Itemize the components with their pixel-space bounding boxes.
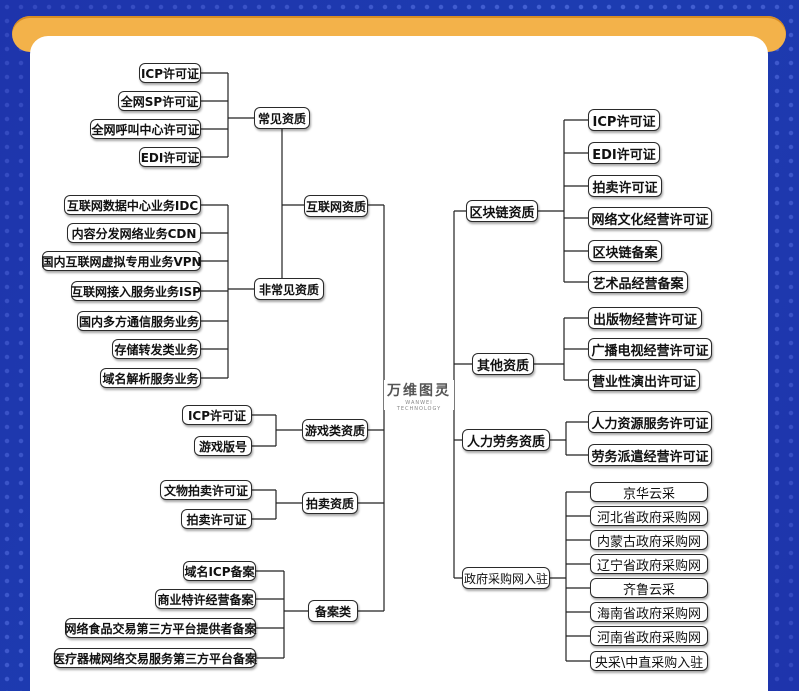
node-game-license: 游戏版号 xyxy=(194,436,252,456)
node-common-callcenter: 全网呼叫中心许可证 xyxy=(90,119,201,139)
brand-logo: 万维图灵 WANWEI TECHNOLOGY xyxy=(384,380,454,412)
node-common-edi: EDI许可证 xyxy=(139,147,201,167)
node-procure-hebei: 河北省政府采购网 xyxy=(590,506,708,526)
node-blockchain-art: 艺术品经营备案 xyxy=(588,271,688,293)
node-procure-henan: 河南省政府采购网 xyxy=(590,626,708,646)
node-procure-neimenggu: 内蒙古政府采购网 xyxy=(590,530,708,550)
node-procure-qilu: 齐鲁云采 xyxy=(590,578,708,598)
node-common-icp: ICP许可证 xyxy=(139,63,201,83)
node-uncommon-storeforward: 存储转发类业务 xyxy=(112,339,201,359)
node-game-icp: ICP许可证 xyxy=(182,405,252,425)
node-auction-license: 拍卖许可证 xyxy=(181,509,252,529)
node-game-qualification: 游戏类资质 xyxy=(302,419,368,441)
node-procure-jinghua: 京华云采 xyxy=(590,482,708,502)
node-hr-qualification: 人力劳务资质 xyxy=(462,429,550,451)
node-common-qualification: 常见资质 xyxy=(254,107,310,129)
logo-subtitle: WANWEI TECHNOLOGY xyxy=(396,400,442,412)
node-other-broadcast: 广播电视经营许可证 xyxy=(588,338,712,360)
node-hr-dispatch: 劳务派遣经营许可证 xyxy=(588,444,712,466)
node-procure-hainan: 海南省政府采购网 xyxy=(590,602,708,622)
node-internet-qualification: 互联网资质 xyxy=(304,195,368,217)
node-record-medical: 医疗器械网络交易服务第三方平台备案 xyxy=(53,648,257,668)
node-auction-qualification: 拍卖资质 xyxy=(302,492,358,514)
node-other-publication: 出版物经营许可证 xyxy=(588,307,702,329)
node-record-domain: 域名ICP备案 xyxy=(183,561,256,581)
node-uncommon-cdn: 内容分发网络业务CDN xyxy=(67,223,201,243)
node-procure-liaoning: 辽宁省政府采购网 xyxy=(590,554,708,574)
node-record-qualification: 备案类 xyxy=(308,600,358,622)
node-blockchain-culture: 网络文化经营许可证 xyxy=(588,207,712,229)
node-uncommon-vpn: 国内互联网虚拟专用业务VPN xyxy=(41,251,202,271)
node-common-sp: 全网SP许可证 xyxy=(118,91,201,111)
node-uncommon-isp: 互联网接入服务业务ISP xyxy=(71,281,201,301)
node-uncommon-dns: 域名解析服务业务 xyxy=(100,368,201,388)
node-blockchain-auction: 拍卖许可证 xyxy=(588,175,662,197)
node-uncommon-qualification: 非常见资质 xyxy=(254,278,324,300)
node-hr-service: 人力资源服务许可证 xyxy=(588,411,712,433)
node-uncommon-idc: 互联网数据中心业务IDC xyxy=(64,195,201,215)
node-uncommon-multiparty: 国内多方通信服务业务 xyxy=(77,311,201,331)
node-blockchain-icp: ICP许可证 xyxy=(588,109,660,131)
node-procure-qualification: 政府采购网入驻 xyxy=(462,567,550,589)
node-blockchain-edi: EDI许可证 xyxy=(588,142,660,164)
node-other-performance: 营业性演出许可证 xyxy=(588,369,700,391)
node-procure-central: 央采\中直采购入驻 xyxy=(590,651,708,671)
node-blockchain-qualification: 区块链资质 xyxy=(466,200,538,222)
logo-name: 万维图灵 xyxy=(387,383,451,399)
node-auction-relics: 文物拍卖许可证 xyxy=(160,480,252,500)
node-blockchain-record: 区块链备案 xyxy=(588,240,662,262)
node-record-franchise: 商业特许经营备案 xyxy=(155,589,256,609)
node-record-food: 网络食品交易第三方平台提供者备案 xyxy=(65,618,257,638)
node-other-qualification: 其他资质 xyxy=(472,353,534,375)
